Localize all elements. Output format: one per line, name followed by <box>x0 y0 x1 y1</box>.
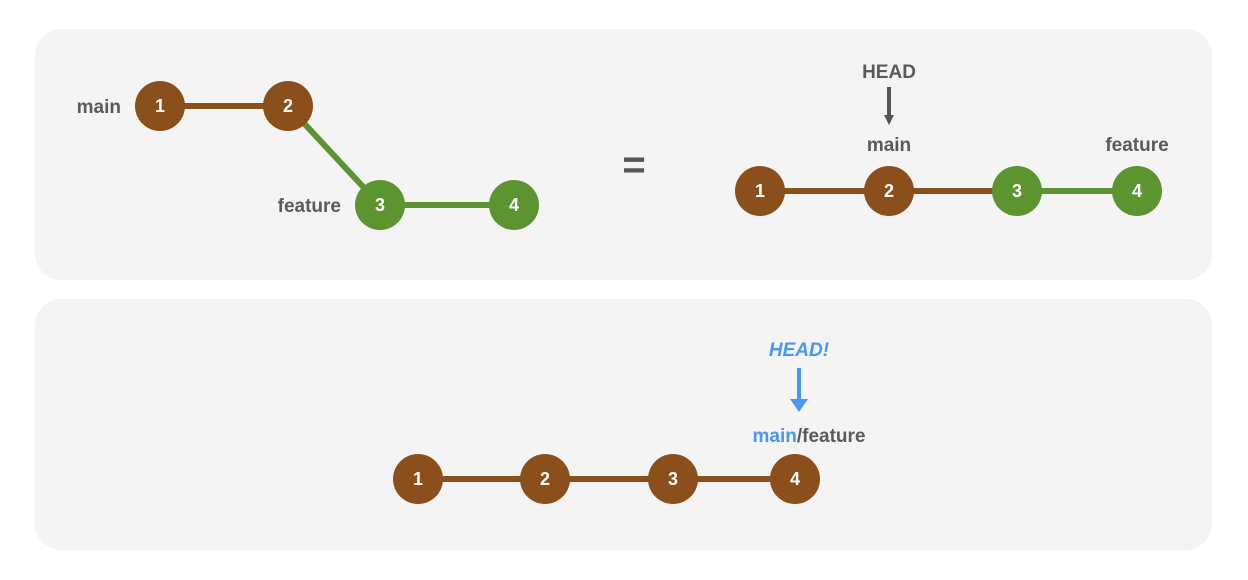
fast-forward-graph: HEAD! main/feature 1 2 3 4 <box>393 340 866 504</box>
svg-text:3: 3 <box>668 469 678 489</box>
commit-node-4: 4 <box>770 454 820 504</box>
commit-node-2: 2 <box>864 166 914 216</box>
after-panel <box>35 299 1212 550</box>
svg-text:4: 4 <box>790 469 800 489</box>
svg-text:4: 4 <box>509 195 519 215</box>
head-arrow-tip <box>790 399 808 412</box>
svg-text:2: 2 <box>884 181 894 201</box>
svg-text:1: 1 <box>155 96 165 116</box>
before-panel <box>35 29 1212 280</box>
commit-node-3: 3 <box>648 454 698 504</box>
feature-branch-label: feature <box>278 196 341 217</box>
main-branch-label: main <box>867 135 911 156</box>
main-branch-label: main <box>77 97 121 118</box>
svg-text:1: 1 <box>413 469 423 489</box>
diverged-graph: main feature 1 2 3 4 <box>77 81 539 230</box>
linear-graph: HEAD main feature 1 2 3 4 <box>735 62 1169 216</box>
svg-text:1: 1 <box>755 181 765 201</box>
svg-text:3: 3 <box>1012 181 1022 201</box>
branch-label: main/feature <box>753 426 866 447</box>
commit-node-2: 2 <box>520 454 570 504</box>
feature-branch-label: feature <box>1105 135 1168 156</box>
svg-text:2: 2 <box>540 469 550 489</box>
commit-node-4: 4 <box>489 180 539 230</box>
commit-node-1: 1 <box>393 454 443 504</box>
commit-node-3: 3 <box>992 166 1042 216</box>
feature-branch-label: feature <box>802 426 865 447</box>
svg-text:4: 4 <box>1132 181 1142 201</box>
main-branch-label: main <box>753 426 797 447</box>
equals-sign: = <box>622 143 645 187</box>
commit-node-1: 1 <box>735 166 785 216</box>
svg-text:2: 2 <box>283 96 293 116</box>
head-label: HEAD! <box>769 340 829 361</box>
commit-node-2: 2 <box>263 81 313 131</box>
svg-text:3: 3 <box>375 195 385 215</box>
head-label: HEAD <box>862 62 916 83</box>
commit-node-4: 4 <box>1112 166 1162 216</box>
branch-separator: / <box>797 426 803 447</box>
commit-node-1: 1 <box>135 81 185 131</box>
commit-node-3: 3 <box>355 180 405 230</box>
